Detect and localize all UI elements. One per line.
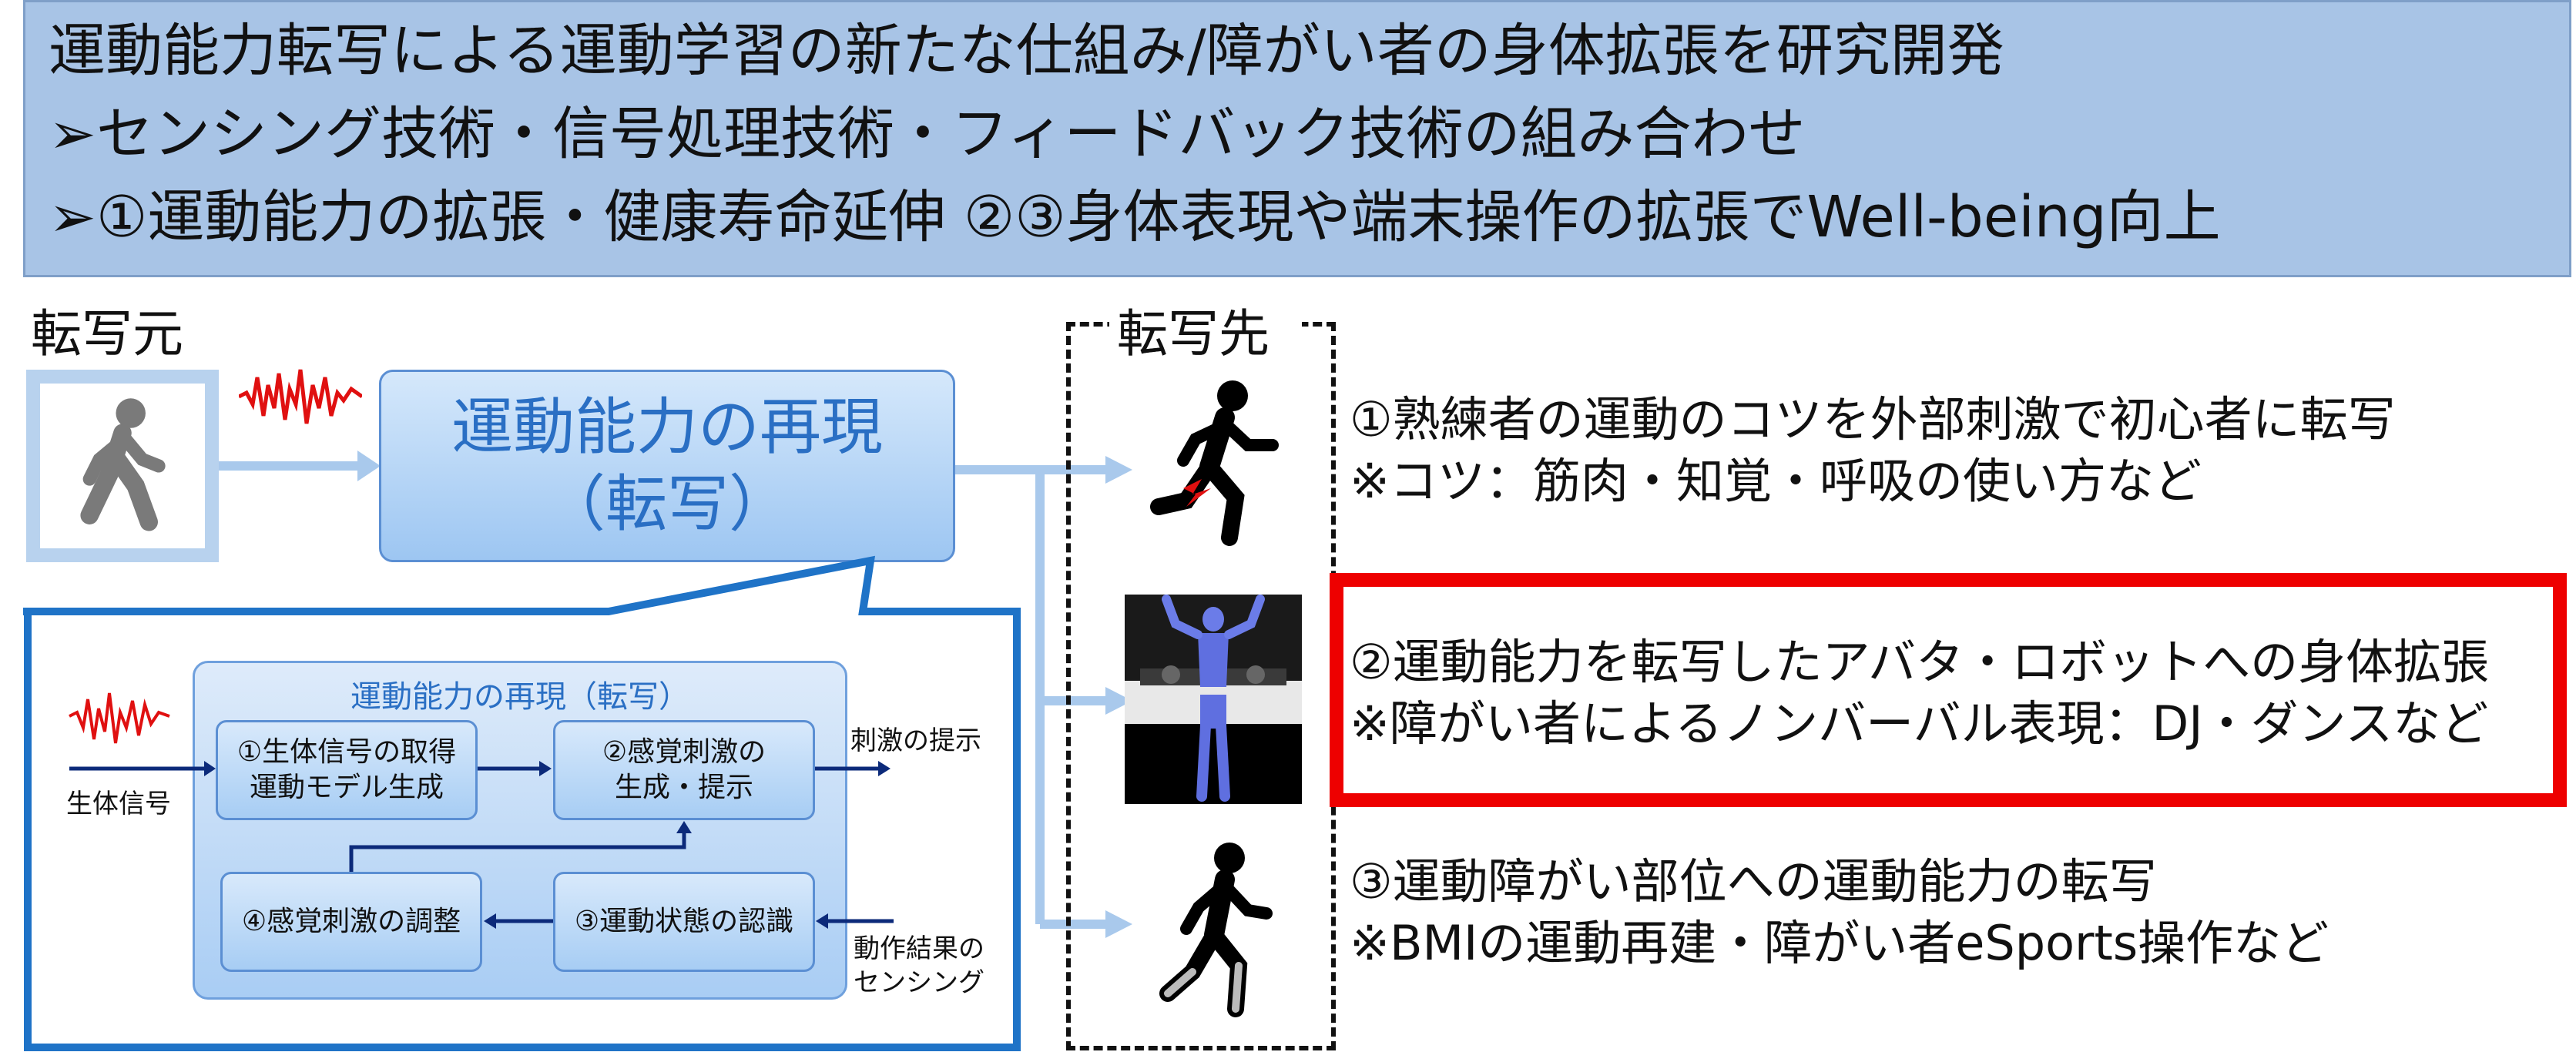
step-4-label: ④感覚刺激の調整 xyxy=(241,906,461,937)
header-line-3: ➢①運動能力の拡張・健康寿命延伸 ②③身体表現や端末操作の拡張でWell-bei… xyxy=(49,184,2221,250)
destination-label-backdrop xyxy=(1109,297,1302,343)
item-2-line-2: ※障がい者によるノンバーバル表現：DJ・ダンスなど xyxy=(1350,695,2489,752)
callout-frame xyxy=(23,555,1021,1051)
step-2-line-2: 生成・提示 xyxy=(614,772,753,803)
arrow-source-to-main xyxy=(219,451,381,481)
header-line-2: ➢センシング技術・信号処理技術・フィードバック技術の組み合わせ xyxy=(49,101,1806,167)
walking-person-icon xyxy=(80,398,166,531)
inner-flow-arrows xyxy=(69,692,894,929)
step-1-line-1: ①生体信号の取得 xyxy=(236,736,457,768)
main-box-line-2: （転写） xyxy=(544,468,790,540)
inner-panel-title: 運動能力の再現（転写） xyxy=(351,679,689,715)
sensing-label-line-1: 動作結果の xyxy=(854,933,984,964)
step-1-line-2: 運動モデル生成 xyxy=(249,772,444,803)
destination-label-text: 転写先 xyxy=(1117,304,1270,364)
item-1-line-2: ※コツ：筋肉・知覚・呼吸の使い方など xyxy=(1350,453,2202,509)
step-2-box: ②感覚刺激の 生成・提示 xyxy=(553,720,815,820)
step-3-box: ③運動状態の認識 xyxy=(553,872,815,972)
header-banner: 運動能力転写による運動学習の新たな仕組み/障がい者の身体拡張を研究開発 ➢センシ… xyxy=(23,0,2571,277)
main-reproduction-box: 運動能力の再現 （転写） xyxy=(379,370,955,562)
header-line-1: 運動能力転写による運動学習の新たな仕組み/障がい者の身体拡張を研究開発 xyxy=(49,18,2004,84)
item-2-line-1: ②運動能力を転写したアバタ・ロボットへの身体拡張 xyxy=(1350,634,2490,690)
step-3-label: ③運動状態の認識 xyxy=(574,906,794,937)
connector-lines xyxy=(955,456,1132,938)
item-1-line-1: ①熟練者の運動のコツを外部刺激で初心者に転写 xyxy=(1350,391,2396,447)
item-3-line-2: ※BMIの運動再建・障がい者eSports操作など xyxy=(1350,915,2329,971)
avatar-dj-image xyxy=(1125,595,1302,804)
waveform-icon xyxy=(239,369,362,424)
stimulus-output-label: 刺激の提示 xyxy=(850,725,981,756)
step-2-line-1: ②感覚刺激の xyxy=(602,736,766,768)
main-box-line-1: 運動能力の再現 xyxy=(451,391,883,463)
bio-signal-label: 生体信号 xyxy=(66,789,171,819)
step-1-box: ①生体信号の取得 運動モデル生成 xyxy=(216,720,478,820)
source-person-frame xyxy=(26,370,219,562)
item-3-line-1: ③運動障がい部位への運動能力の転写 xyxy=(1350,853,2157,910)
sensing-label-line-2: センシング xyxy=(854,967,984,998)
highlight-frame xyxy=(1330,573,2567,807)
running-person-icon xyxy=(1150,380,1279,546)
source-label: 転写元 xyxy=(31,304,183,364)
step-4-box: ④感覚刺激の調整 xyxy=(220,872,482,972)
walking-prosthetic-icon xyxy=(1159,843,1273,1017)
